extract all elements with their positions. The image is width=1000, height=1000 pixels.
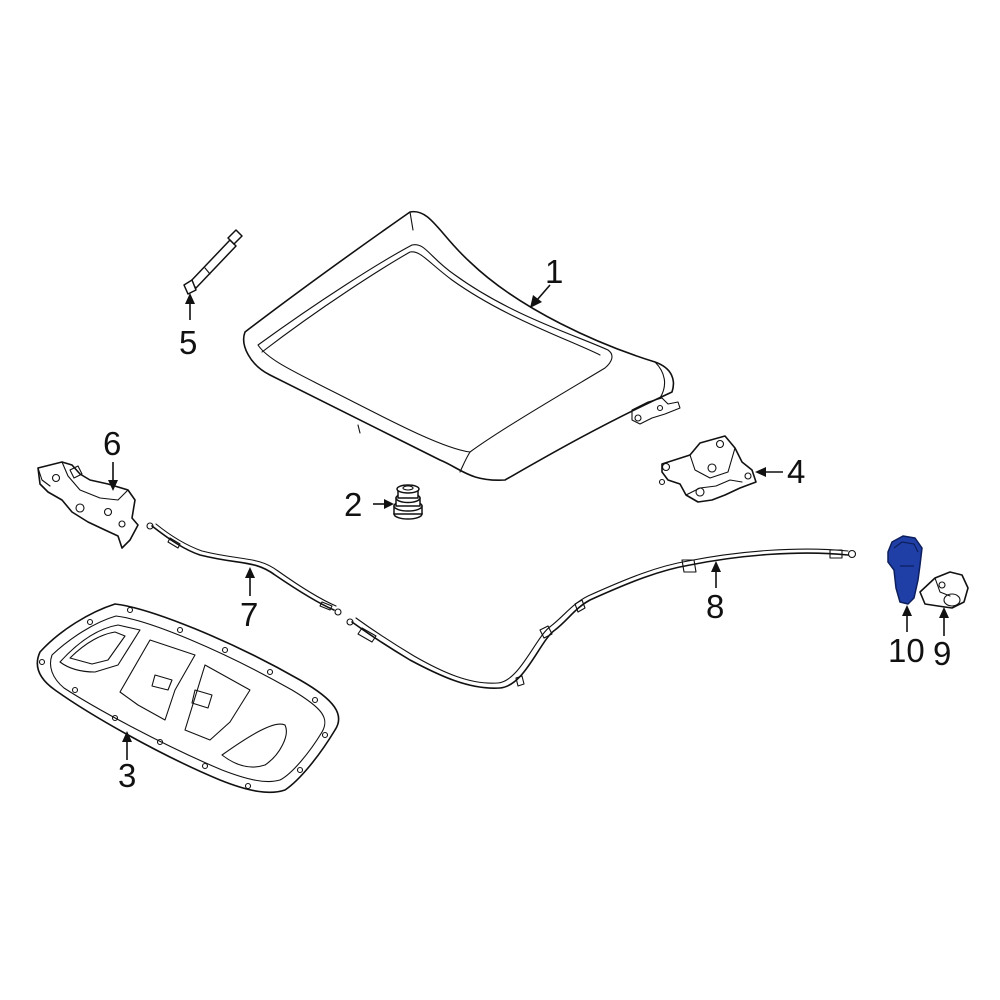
hood-release-cable-front[interactable] bbox=[146, 522, 342, 616]
callout-7: 7 bbox=[240, 596, 258, 633]
hood-insulator-pad[interactable] bbox=[36, 603, 340, 794]
hood-panel[interactable] bbox=[243, 210, 681, 481]
callout-leaders bbox=[108, 284, 949, 760]
hood-release-handle-base[interactable] bbox=[919, 571, 969, 609]
callout-8: 8 bbox=[706, 588, 724, 625]
hood-bumper-stop[interactable] bbox=[393, 484, 423, 520]
hood-hinge[interactable] bbox=[658, 435, 757, 503]
hood-lift-support[interactable] bbox=[183, 229, 243, 295]
hood-release-handle[interactable] bbox=[887, 535, 923, 605]
callout-10: 10 bbox=[888, 632, 925, 669]
callout-6: 6 bbox=[103, 425, 121, 462]
callout-2: 2 bbox=[344, 486, 362, 523]
callout-3: 3 bbox=[118, 757, 136, 794]
hood-release-cable-rear[interactable] bbox=[346, 548, 857, 689]
callout-4: 4 bbox=[787, 453, 805, 490]
callout-1: 1 bbox=[545, 253, 563, 290]
callout-9: 9 bbox=[933, 635, 951, 672]
callout-labels: 1 2 3 4 5 6 7 8 9 10 bbox=[103, 253, 951, 794]
callout-5: 5 bbox=[179, 324, 197, 361]
hood-latch[interactable] bbox=[37, 461, 139, 549]
